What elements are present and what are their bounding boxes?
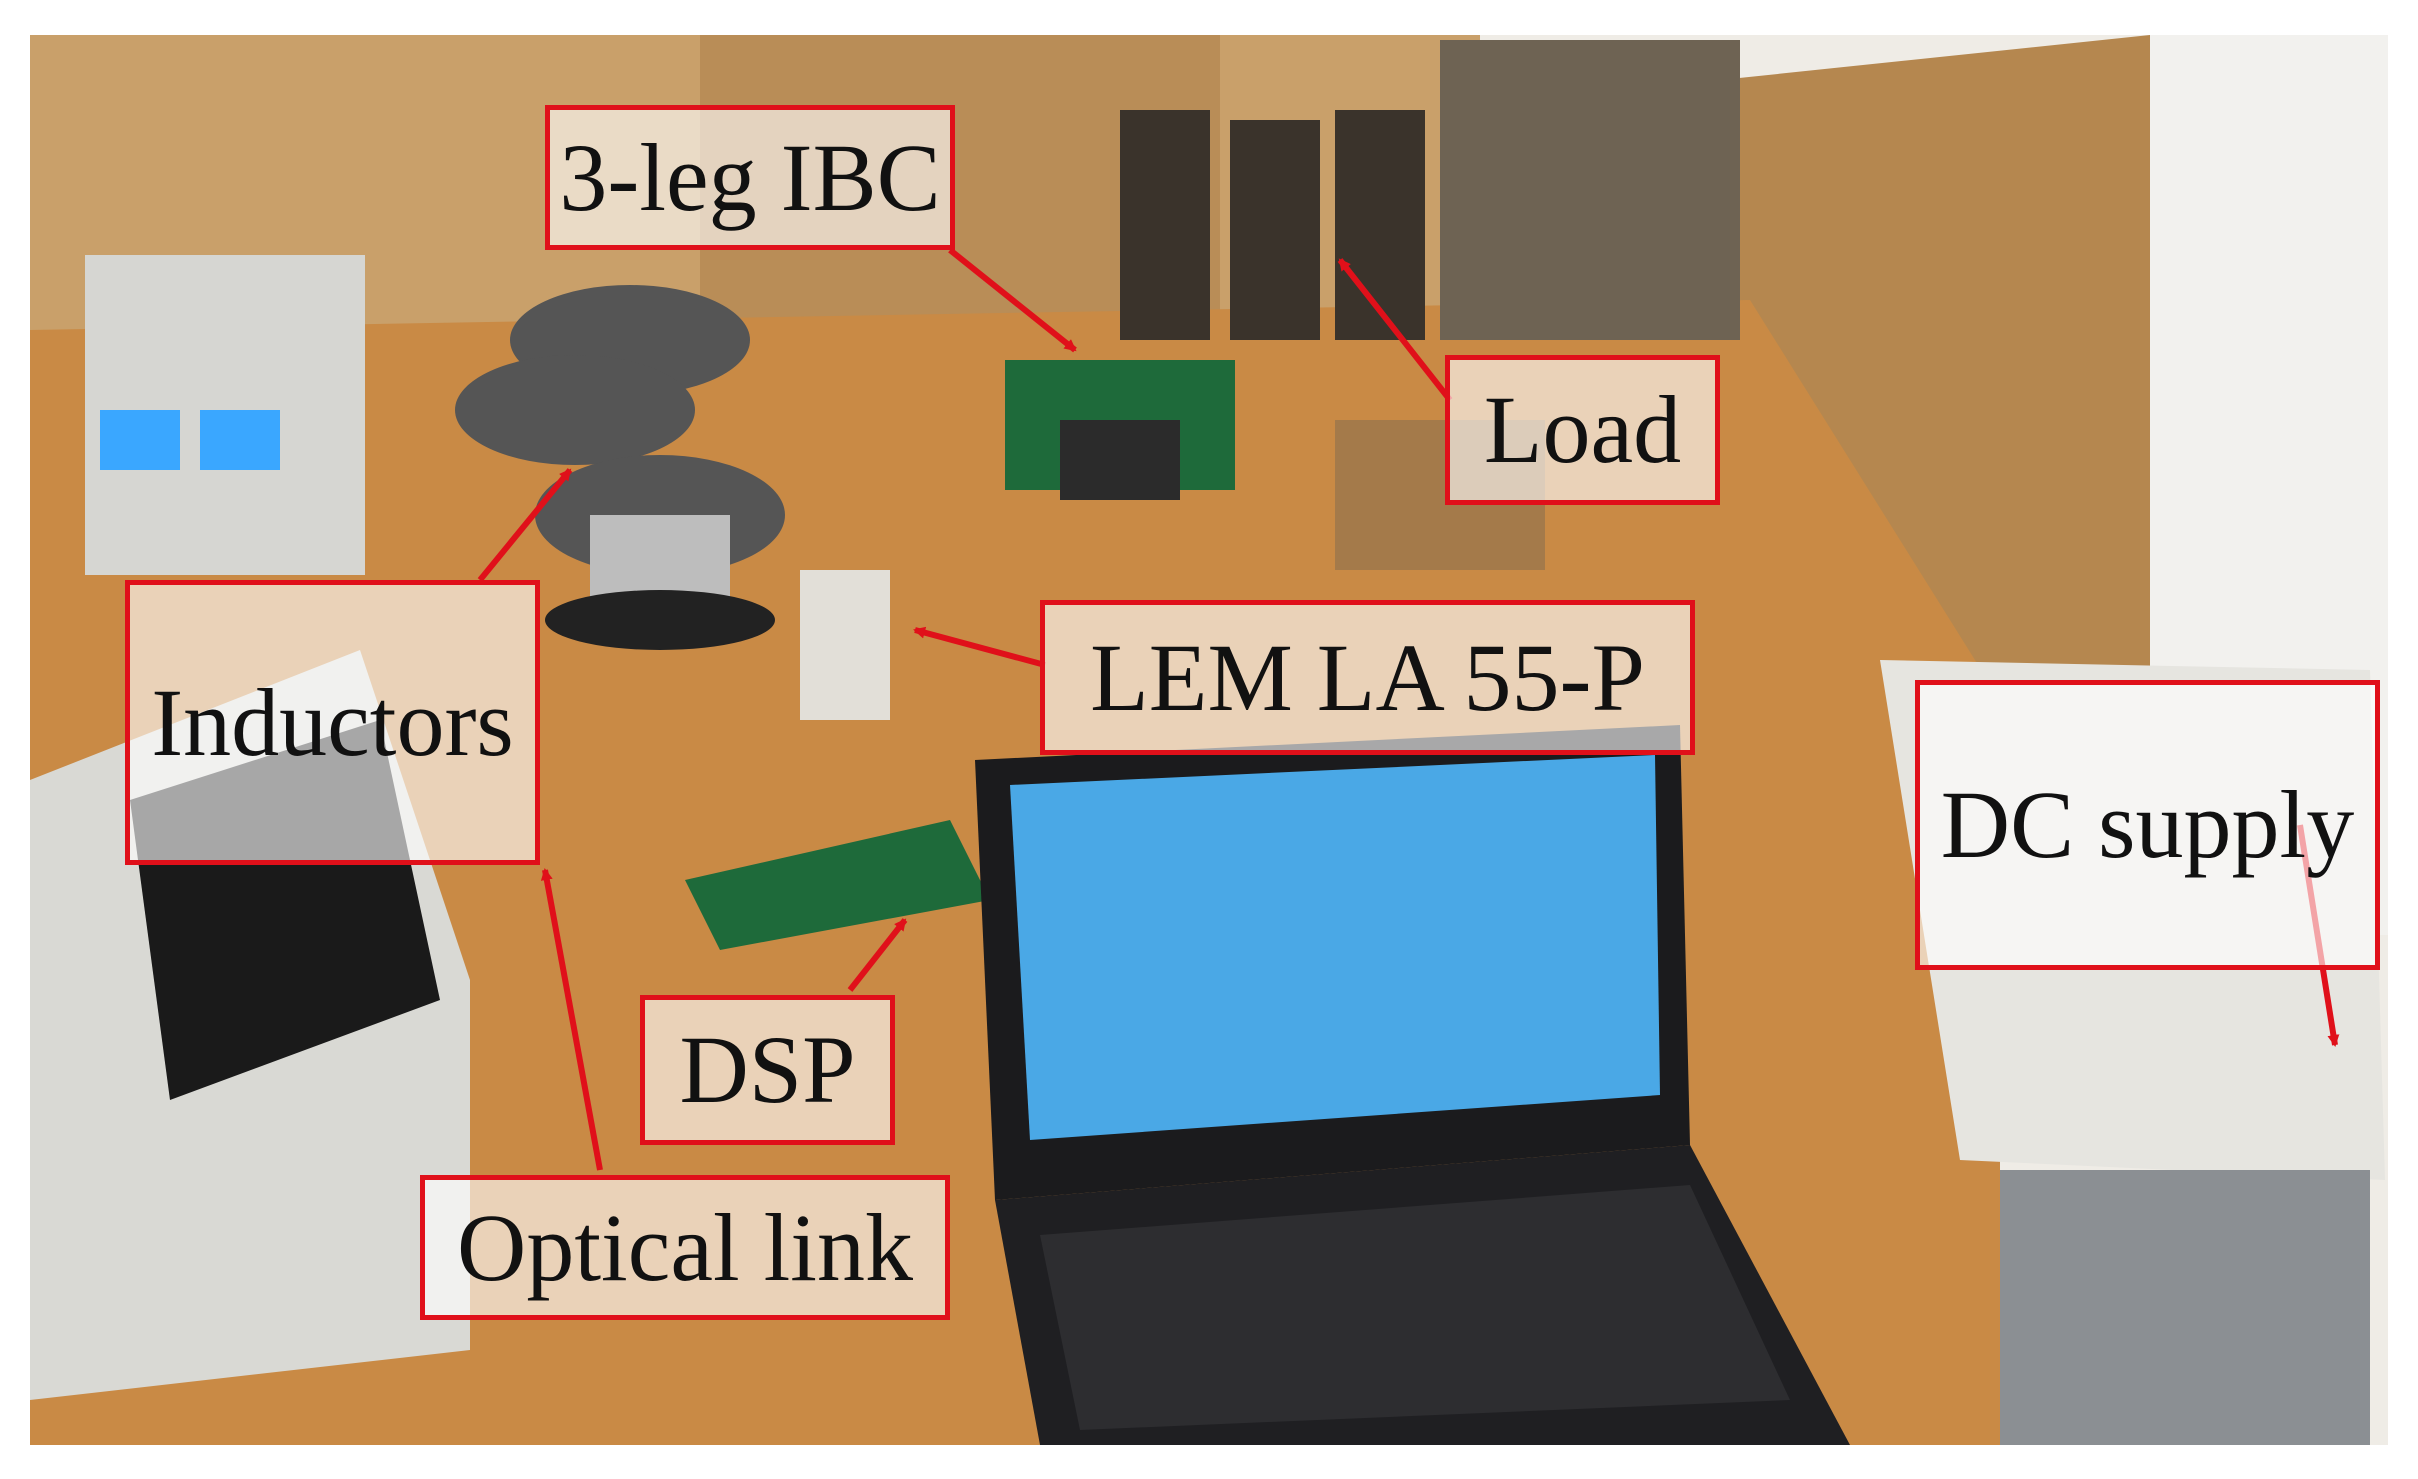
arrow-optical-link	[540, 868, 603, 1171]
psu-display-2	[200, 410, 280, 470]
arrow-ibc	[948, 247, 1077, 353]
inductor-2	[455, 355, 695, 465]
load-resistor-3	[1335, 110, 1425, 340]
dc-supply-stand	[2000, 1170, 2370, 1445]
label-optical-link: Optical link	[420, 1175, 950, 1320]
load-resistor-1	[1120, 110, 1210, 340]
label-lem-la-55-p: LEM LA 55-P	[1040, 600, 1695, 755]
rheostat	[1440, 40, 1740, 340]
label-dsp: DSP	[640, 995, 895, 1145]
label-3-leg-ibc: 3-leg IBC	[545, 105, 955, 250]
laptop-keyboard	[1040, 1185, 1790, 1430]
psu-display-1	[100, 410, 180, 470]
arrow-dsp	[847, 918, 908, 992]
load-resistor-2	[1230, 120, 1320, 340]
label-inductors: Inductors	[125, 580, 540, 865]
arrow-inductors	[477, 468, 573, 582]
label-load: Load	[1445, 355, 1720, 505]
ibc-heatsink	[1060, 420, 1180, 500]
laptop-screen	[1010, 755, 1660, 1140]
arrow-lem	[913, 626, 1046, 668]
dsp-board	[685, 820, 990, 950]
label-dc-supply: DC supply	[1915, 680, 2380, 970]
lem-sensor-board	[800, 570, 890, 720]
arrow-load	[1337, 258, 1453, 402]
inductor-3-base	[545, 590, 775, 650]
